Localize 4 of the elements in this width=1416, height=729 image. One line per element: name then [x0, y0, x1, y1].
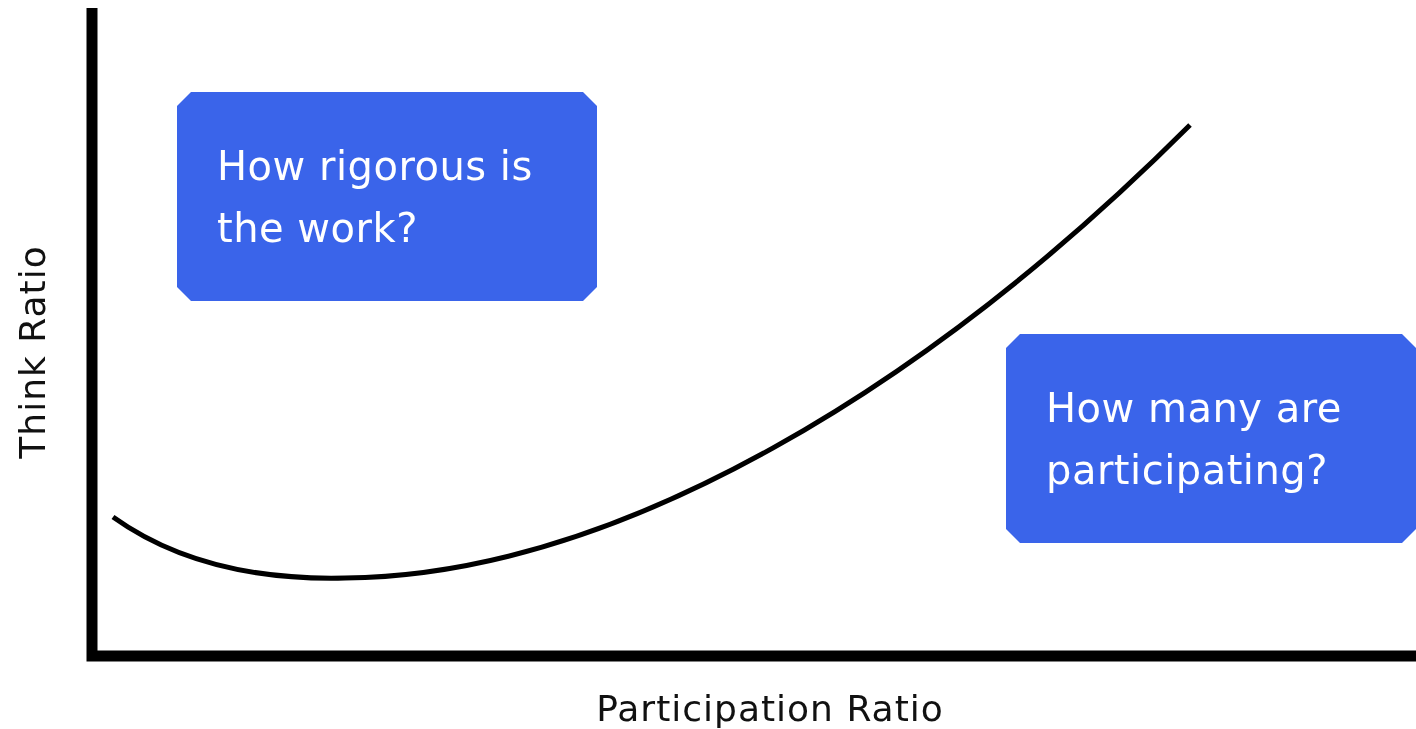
x-axis-label: Participation Ratio	[596, 687, 944, 729]
question-box: How rigorous is the work?	[177, 92, 597, 301]
question-box: How many are participating?	[1006, 334, 1416, 543]
y-axis-label: Think Ratio	[11, 245, 53, 459]
